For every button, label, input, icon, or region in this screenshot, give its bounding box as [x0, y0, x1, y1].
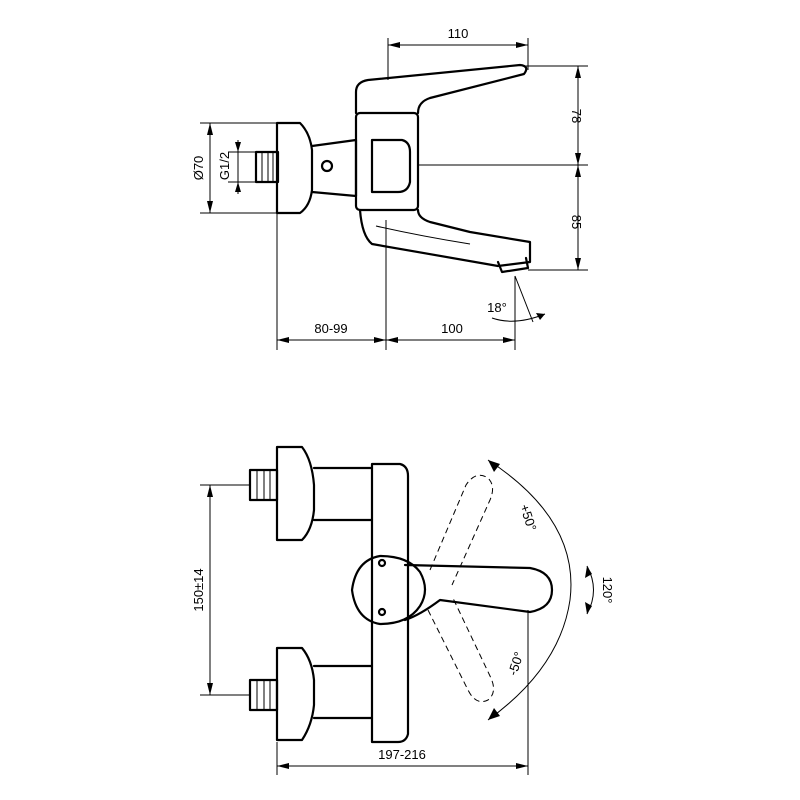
dim-thread: G1/2 [217, 152, 232, 180]
top-view-lever [403, 563, 554, 622]
dim-rotation-minus: -50° [505, 650, 527, 677]
spout [358, 208, 532, 268]
mixer-body [354, 111, 420, 212]
top-view-handle-body [350, 554, 427, 626]
handle-cap-indicator-left [377, 558, 387, 568]
dim-top-width: 110 [448, 26, 469, 41]
set-screw-hole [320, 159, 334, 173]
upper-flange [275, 445, 316, 542]
dim-top-height-upper: 78 [569, 109, 584, 123]
lever-position-plus-50 [429, 474, 494, 586]
dim-bottom-left: 80-99 [314, 321, 347, 336]
dim-overall-width: 197-216 [378, 747, 426, 762]
dim-flange-diameter: Ø70 [191, 156, 206, 181]
top-view: +50° -50° 120° 150±14 197-216 [191, 445, 615, 775]
swing-arc [487, 459, 572, 721]
dim-bottom-right: 100 [441, 321, 463, 336]
dim-rotation-plus: +50° [517, 502, 540, 533]
dim-spout-angle: 18° [487, 300, 507, 315]
dim-swivel-total: 120° [600, 577, 615, 604]
dim-center-distance: 150±14 [191, 568, 206, 611]
aerator [496, 256, 530, 274]
lever-handle [354, 63, 528, 115]
handle-cap-indicator-right [377, 607, 387, 617]
connector-neck [310, 138, 358, 198]
wall-flange [275, 121, 314, 215]
top-view-mixer-body [370, 462, 410, 744]
side-view: 110 78 85 Ø70 G1/2 80-99 [191, 26, 588, 350]
threaded-connector [254, 150, 280, 184]
cartridge-window [370, 138, 412, 194]
lever-position-minus-50 [427, 595, 494, 703]
dim-top-height-lower: 85 [569, 215, 584, 229]
lower-flange [275, 646, 316, 742]
